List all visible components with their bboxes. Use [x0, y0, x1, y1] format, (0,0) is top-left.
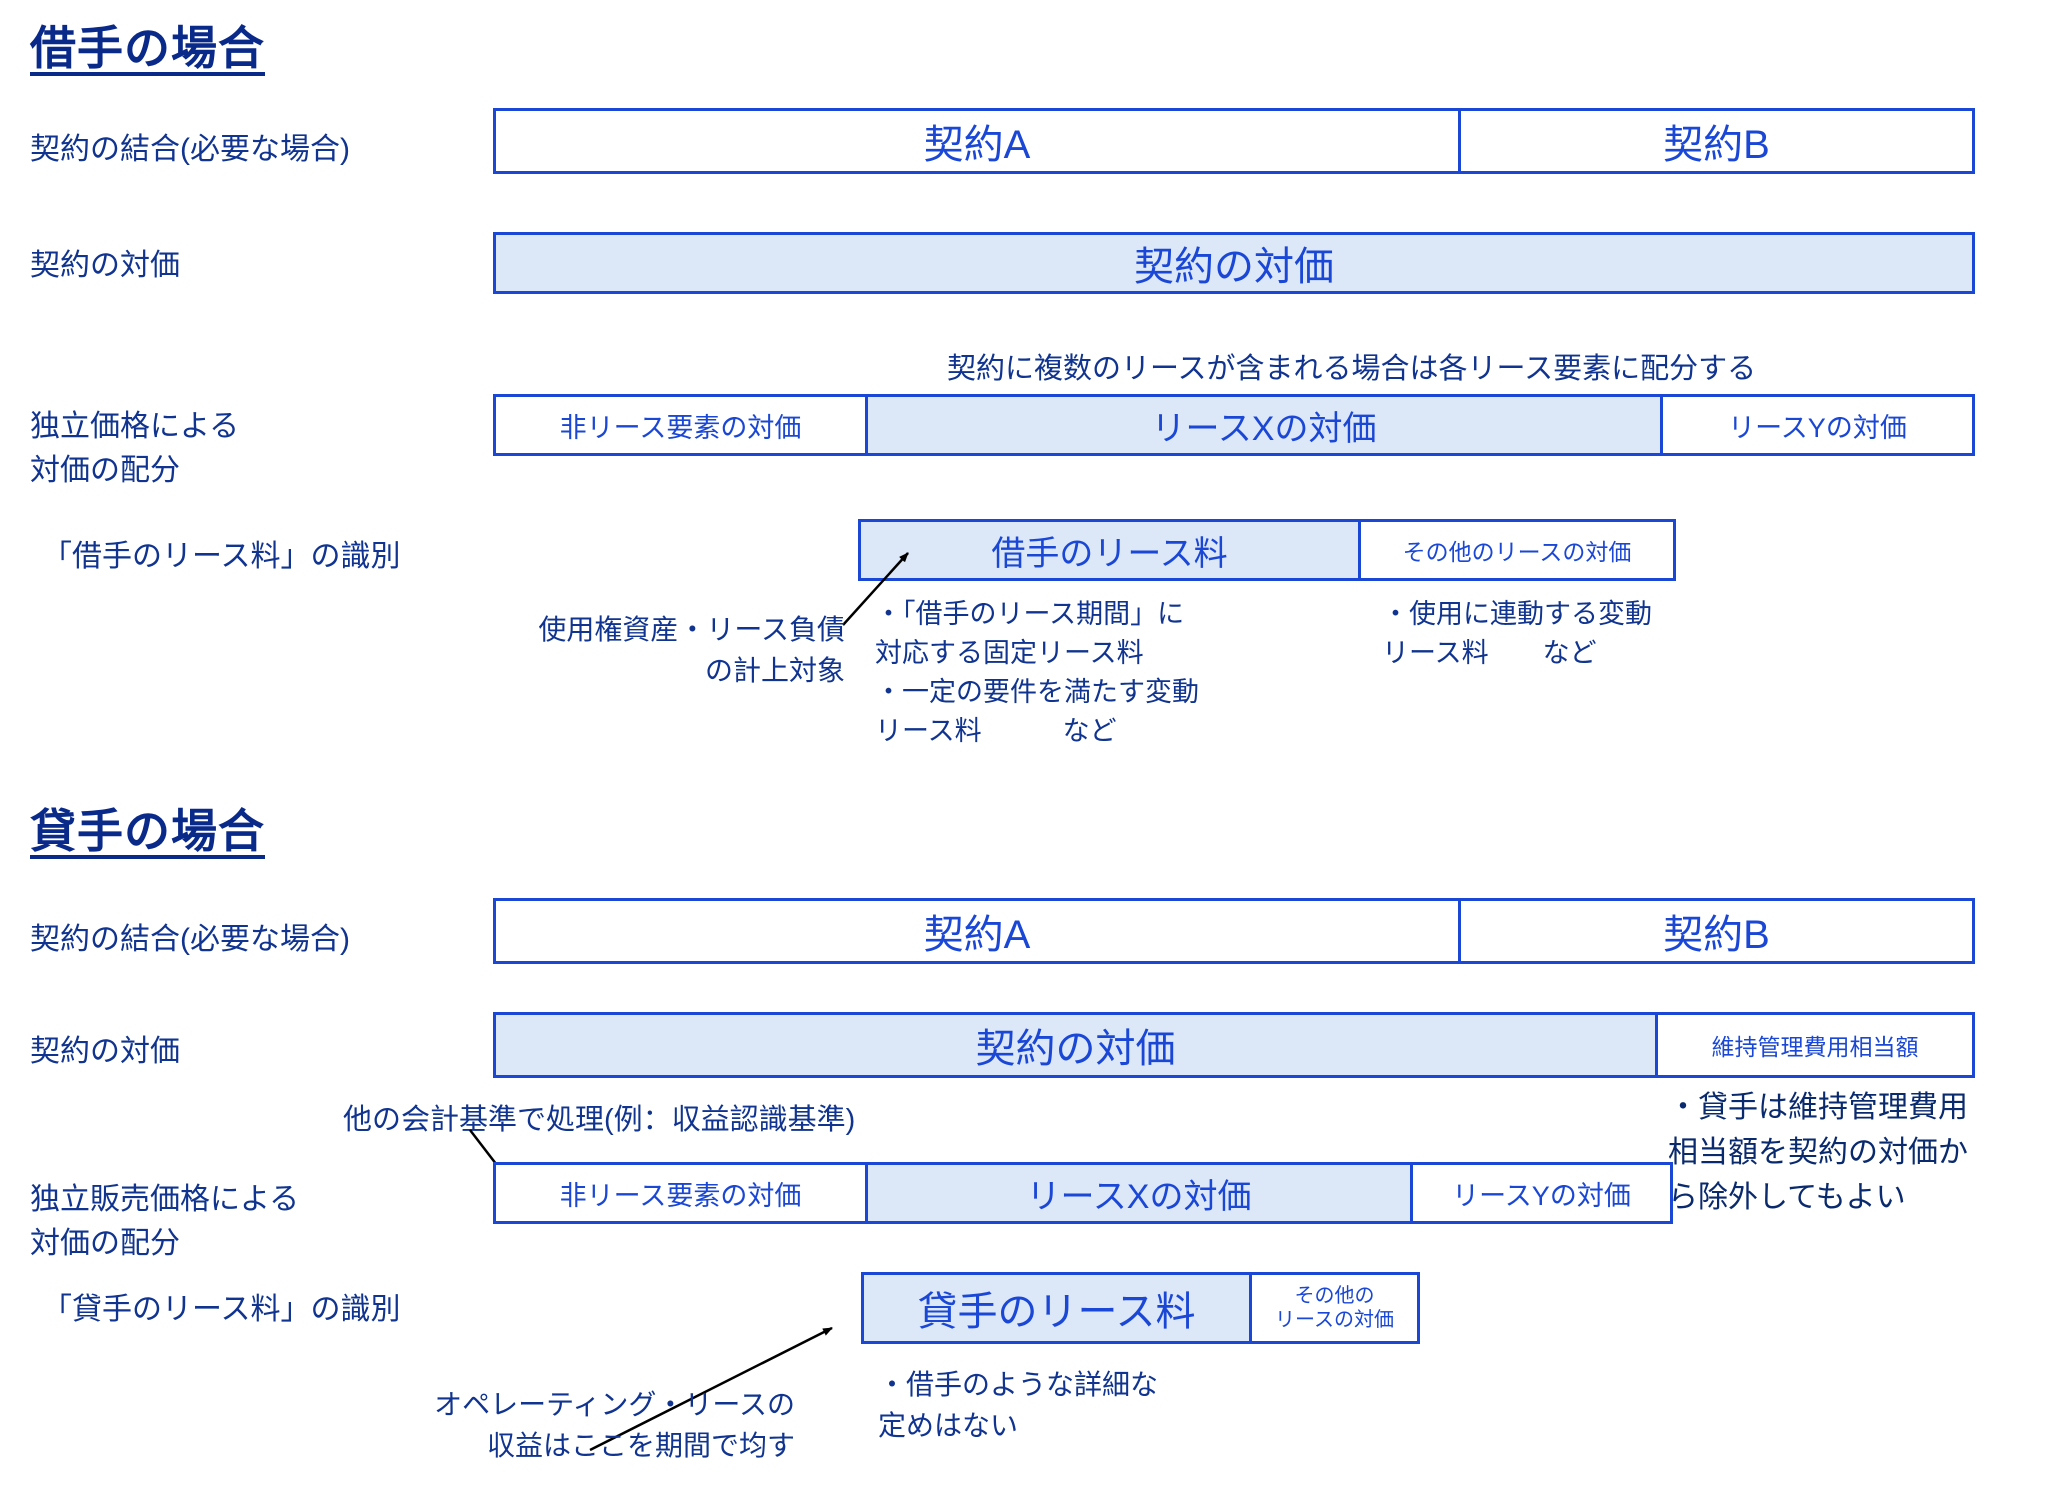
lessee-identification-label: 「借手のリース料」の識別 [42, 540, 401, 573]
lessor-lease-payment-cell: 貸手のリース料 [864, 1275, 1249, 1341]
lessor-lease-payment-bar: 貸手のリース料 その他の リースの対価 [861, 1272, 1420, 1344]
lessee-allocation-label: 独立価格による 対価の配分 [30, 410, 240, 487]
lessor-contract-b-cell: 契約B [1458, 901, 1972, 961]
lessee-bullets-left: ・「借手のリース期間」に 対応する固定リース料 ・一定の要件を満たす変動 リース… [875, 599, 1199, 747]
lessee-contract-combination-bar: 契約A 契約B [493, 108, 1975, 174]
lessor-bullets: ・借手のような詳細な 定めはない [878, 1369, 1159, 1441]
lessee-lease-payment-cell: 借手のリース料 [861, 522, 1358, 578]
lessee-allocation-note: 契約に複数のリースが含まれる場合は各リース要素に配分する [947, 353, 1757, 385]
lessor-other-lease-consideration-cell: その他の リースの対価 [1249, 1275, 1417, 1341]
lessor-contract-combination-bar: 契約A 契約B [493, 898, 1975, 964]
lessor-consideration-label: 契約の対価 [30, 1035, 180, 1068]
lessee-lease-y-cell: リースYの対価 [1660, 397, 1972, 453]
lessor-lease-y-cell: リースYの対価 [1410, 1165, 1670, 1221]
lessee-arrow-note: 使用権資産・リース負債 の計上対象 [538, 614, 845, 686]
lessor-consideration-cell: 契約の対価 [496, 1015, 1655, 1075]
lessee-other-lease-consideration-cell: その他のリースの対価 [1358, 522, 1673, 578]
lessor-contract-a-cell: 契約A [496, 901, 1458, 961]
lessor-allocation-label: 独立販売価格による 対価の配分 [30, 1183, 300, 1260]
lessor-lease-x-cell: リースXの対価 [865, 1165, 1410, 1221]
lessee-consideration-label: 契約の対価 [30, 249, 180, 282]
lessor-combination-label: 契約の結合(必要な場合) [30, 923, 350, 956]
lessee-contract-b-cell: 契約B [1458, 111, 1972, 171]
lessor-consideration-bar: 契約の対価 維持管理費用相当額 [493, 1012, 1975, 1078]
lessor-nonlease-cell: 非リース要素の対価 [496, 1165, 865, 1221]
lessee-nonlease-cell: 非リース要素の対価 [496, 397, 865, 453]
lessor-section-title: 貸手の場合 [30, 805, 265, 857]
lessee-consideration-bar: 契約の対価 [493, 232, 1975, 294]
lessee-combination-label: 契約の結合(必要な場合) [30, 133, 350, 166]
lessor-allocation-bar: 非リース要素の対価 リースXの対価 リースYの対価 [493, 1162, 1673, 1224]
lessee-contract-a-cell: 契約A [496, 111, 1458, 171]
lessee-lease-payment-bar: 借手のリース料 その他のリースの対価 [858, 519, 1676, 581]
lessee-bullets-right: ・使用に連動する変動 リース料 など [1382, 599, 1652, 669]
lessor-other-standard-note: 他の会計基準で処理(例：収益認識基準) [343, 1104, 856, 1136]
lessor-identification-label: 「貸手のリース料」の識別 [42, 1293, 401, 1326]
lessee-lease-x-cell: リースXの対価 [865, 397, 1660, 453]
lessee-section-title: 借手の場合 [30, 22, 265, 74]
lessor-maintenance-cost-cell: 維持管理費用相当額 [1655, 1015, 1972, 1075]
lessor-arrow-note: オペレーティング・リースの 収益はここを期間で均す [434, 1389, 795, 1461]
lessee-allocation-bar: 非リース要素の対価 リースXの対価 リースYの対価 [493, 394, 1975, 456]
lessor-maintenance-note: ・貸手は維持管理費用 相当額を契約の対価か ら除外してもよい [1668, 1091, 1968, 1214]
lessee-consideration-cell: 契約の対価 [496, 235, 1972, 291]
